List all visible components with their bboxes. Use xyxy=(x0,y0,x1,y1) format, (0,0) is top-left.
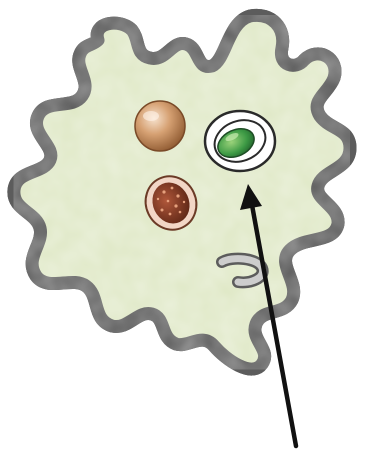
green-organism-vacuole xyxy=(205,111,275,171)
nucleus xyxy=(135,101,185,151)
